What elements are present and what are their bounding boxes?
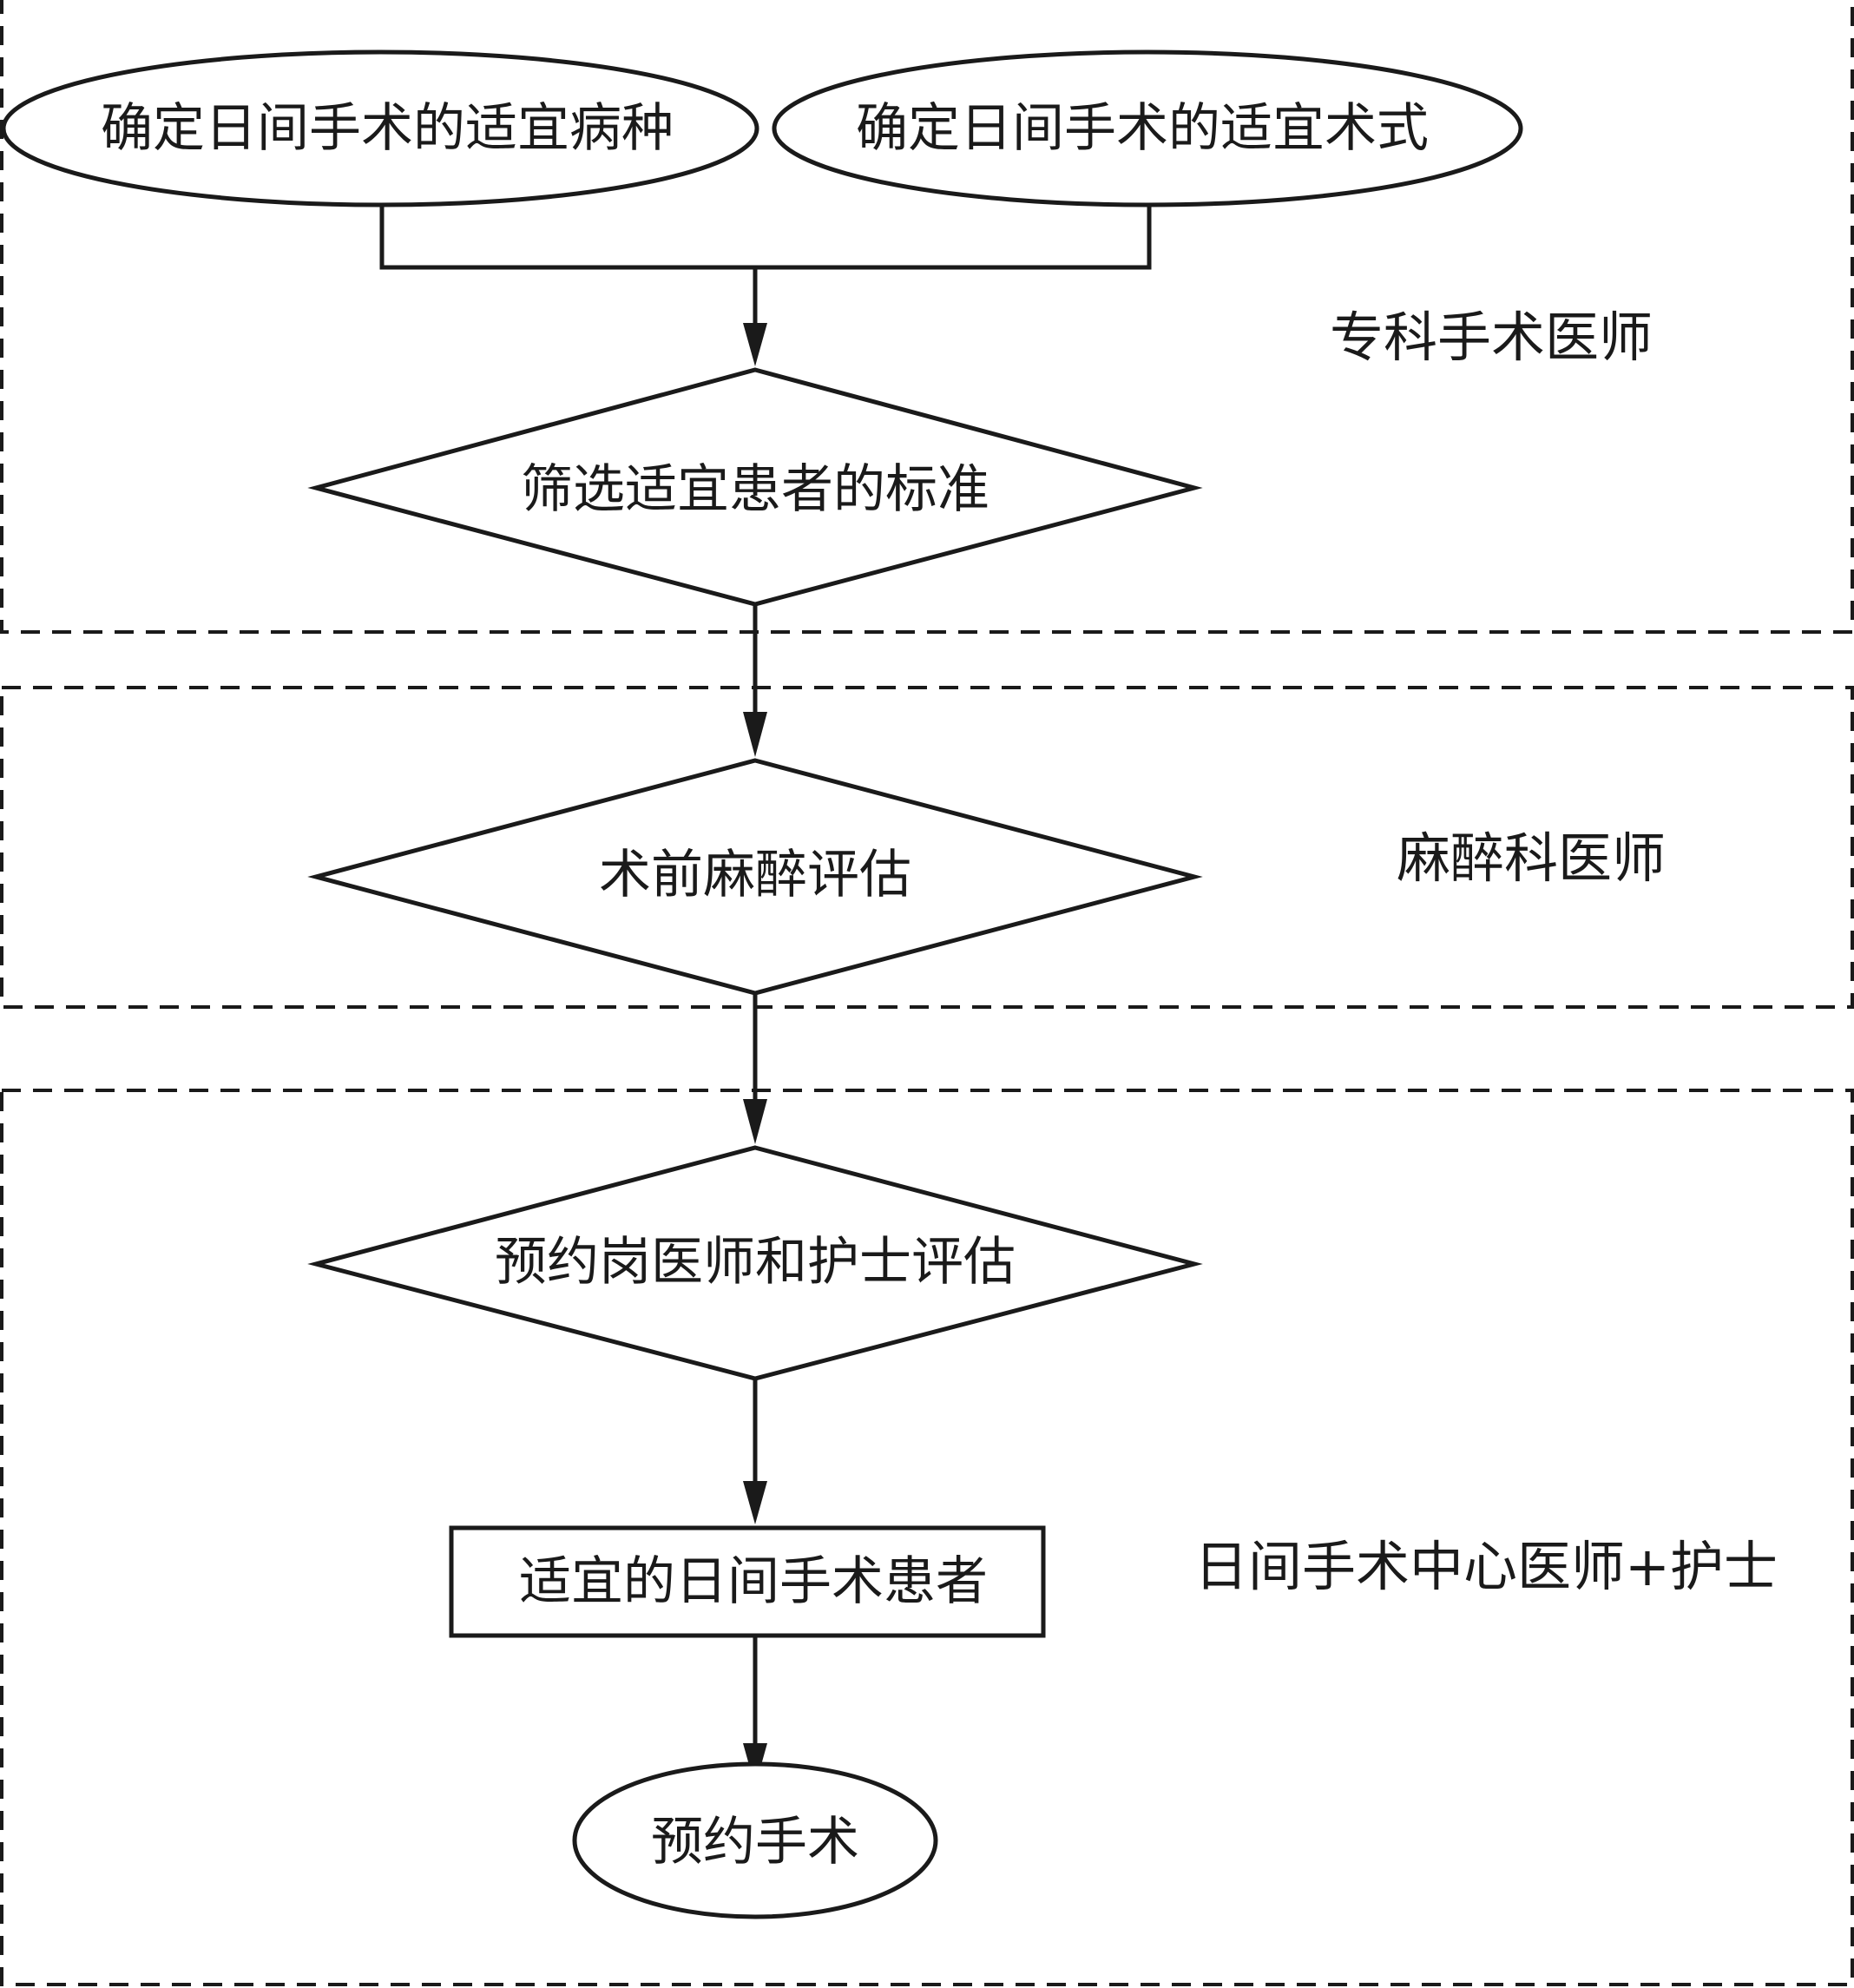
node-suitable-patient-label: 适宜的日间手术患者 bbox=[519, 1551, 988, 1612]
node-screening-label: 筛选适宜患者的标准 bbox=[521, 459, 989, 520]
arrowhead-to-patient bbox=[743, 1481, 767, 1524]
lane-specialist bbox=[0, 0, 1854, 634]
node-disease-label: 确定日间手术的适宜病种 bbox=[101, 98, 674, 159]
lane-anesthesia bbox=[0, 686, 1854, 1009]
node-anesthesia-label: 术前麻醉评估 bbox=[599, 845, 911, 905]
arrowhead-to-booking bbox=[743, 1099, 767, 1144]
node-schedule-ellipse bbox=[572, 1761, 938, 1919]
lane-role-day-surgery-center: 日间手术中心医师+护士 bbox=[1194, 1535, 1778, 1598]
node-procedure-label: 确定日间手术的适宜术式 bbox=[856, 98, 1429, 159]
lane-role-anesthesia: 麻醉科医师 bbox=[1397, 826, 1666, 890]
lane-role-specialist: 专科手术医师 bbox=[1330, 306, 1653, 369]
connector-merge bbox=[379, 205, 1152, 270]
arrowhead-to-screening bbox=[743, 323, 767, 366]
lane-day-surgery-center bbox=[0, 1089, 1854, 1986]
arrowhead-to-anesthesia bbox=[743, 712, 767, 757]
node-schedule-label: 预约手术 bbox=[651, 1812, 859, 1873]
node-booking-assessment-label: 预约岗医师和护士评估 bbox=[495, 1232, 1016, 1293]
node-suitable-patient-box bbox=[449, 1525, 1046, 1638]
